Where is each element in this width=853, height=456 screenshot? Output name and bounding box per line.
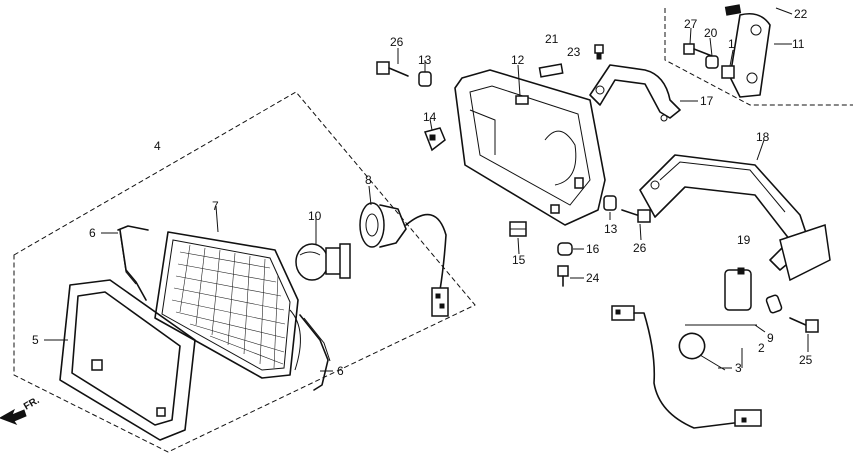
callout-12: 12 <box>511 53 525 67</box>
collar-9 <box>765 294 783 314</box>
callout-9: 9 <box>767 331 774 345</box>
callout-25: 25 <box>799 353 813 367</box>
callout-22: 22 <box>794 7 808 21</box>
callout-14: 14 <box>423 110 437 124</box>
assembly-boundary <box>13 91 476 453</box>
grommet-16 <box>557 242 573 256</box>
lower-stay <box>639 154 831 282</box>
callout-18: 18 <box>756 130 770 144</box>
adjuster-spring-upper <box>117 225 149 301</box>
sealed-beam-unit <box>154 231 301 379</box>
callout-labels: 1 2 3 4 5 6 6 7 8 9 10 11 12 13 13 14 15… <box>32 7 813 378</box>
callout-27: 27 <box>684 17 698 31</box>
callout-23: 23 <box>567 45 581 59</box>
callout-4: 4 <box>154 139 161 153</box>
callout-8: 8 <box>365 173 372 187</box>
rubber-pad <box>724 4 742 16</box>
collar-nut-lower <box>603 195 617 211</box>
headlight-bulb <box>295 243 351 281</box>
bolt-upper <box>376 61 409 77</box>
adjuster-spring-lower <box>299 314 331 391</box>
callout-19: 19 <box>737 233 751 247</box>
callout-11: 11 <box>792 37 805 51</box>
leader-lines <box>44 7 809 372</box>
upper-stay <box>589 64 681 122</box>
callout-5: 5 <box>32 333 39 347</box>
callout-26-lower: 26 <box>633 241 647 255</box>
callout-1: 1 <box>728 37 735 51</box>
nut-1 <box>721 65 735 79</box>
callout-24: 24 <box>586 271 600 285</box>
inset-boundary <box>664 8 853 106</box>
mounting-clip <box>423 127 446 152</box>
emblem-plate <box>538 63 564 78</box>
callout-26-upper: 26 <box>390 35 404 49</box>
callout-7: 7 <box>212 199 219 213</box>
callout-6-upper: 6 <box>89 226 96 240</box>
handlebar-switch <box>724 267 752 311</box>
callout-13-lower: 13 <box>604 222 618 236</box>
callout-21: 21 <box>545 32 559 46</box>
front-direction-label: FR. <box>22 395 42 413</box>
callout-13-upper: 13 <box>418 53 432 67</box>
callout-16: 16 <box>586 242 600 256</box>
headlight-case <box>454 69 606 226</box>
callout-2: 2 <box>758 341 765 355</box>
front-direction-arrow: FR. <box>0 395 42 426</box>
collar-nut-upper <box>418 71 432 87</box>
bracket-plate <box>729 12 771 98</box>
callout-3: 3 <box>735 361 742 375</box>
screw-24 <box>557 265 569 287</box>
small-screw <box>594 44 604 60</box>
callout-17: 17 <box>700 94 714 108</box>
collar-20 <box>705 55 719 69</box>
callout-10: 10 <box>308 209 322 223</box>
bolt-25 <box>789 317 819 333</box>
speed-nut <box>509 221 527 237</box>
bolt-lower <box>621 209 651 223</box>
callout-15: 15 <box>512 253 526 267</box>
bolt-27 <box>683 43 713 57</box>
wire-harness <box>611 305 762 429</box>
callout-20: 20 <box>704 26 718 40</box>
callout-6-lower: 6 <box>337 364 344 378</box>
headlight-rim <box>59 279 196 441</box>
bulb-socket <box>359 202 449 317</box>
